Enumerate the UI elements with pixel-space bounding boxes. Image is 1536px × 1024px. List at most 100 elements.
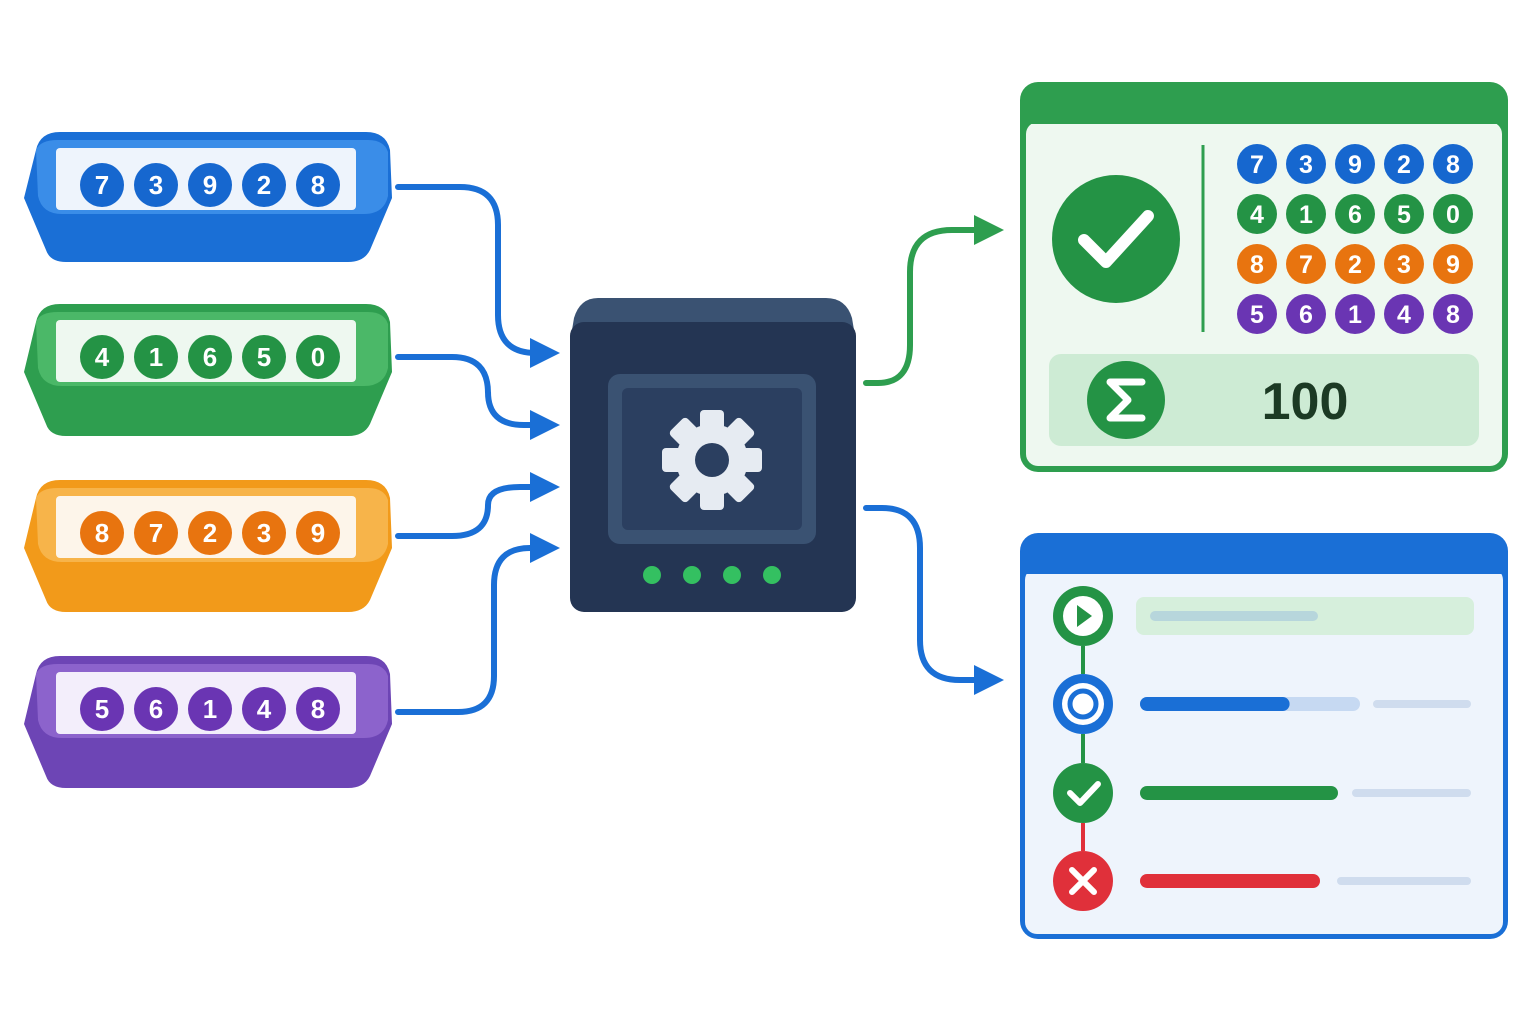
status-step-running xyxy=(1053,586,1474,646)
number-ball: 7 xyxy=(80,163,124,207)
grid-number-ball-circle xyxy=(1237,244,1277,284)
grid-number-ball: 9 xyxy=(1335,144,1375,184)
grid-number-ball-label: 4 xyxy=(1397,301,1411,329)
grid-number-ball: 9 xyxy=(1433,244,1473,284)
grid-number-ball: 6 xyxy=(1335,194,1375,234)
grid-number-ball-label: 1 xyxy=(1348,301,1362,329)
number-ball: 4 xyxy=(80,335,124,379)
number-ball-label: 2 xyxy=(257,170,271,200)
status-timeline xyxy=(1053,586,1474,911)
number-ball: 5 xyxy=(80,687,124,731)
grid-number-ball-circle xyxy=(1384,194,1424,234)
connector-tray-3 xyxy=(395,472,560,539)
grid-number-ball-label: 8 xyxy=(1446,151,1460,179)
number-ball: 6 xyxy=(134,687,178,731)
grid-number-ball-label: 5 xyxy=(1397,201,1411,229)
number-ball-label: 7 xyxy=(95,170,109,200)
number-ball-label: 8 xyxy=(311,694,325,724)
number-ball-circle xyxy=(242,335,286,379)
number-ball: 0 xyxy=(296,335,340,379)
grid-number-ball-circle xyxy=(1286,144,1326,184)
grid-number-ball-circle xyxy=(1335,144,1375,184)
status-indicators xyxy=(643,566,781,584)
grid-number-ball-label: 6 xyxy=(1299,301,1313,329)
gear-icon xyxy=(662,410,762,510)
status-led xyxy=(723,566,741,584)
grid-number-ball: 8 xyxy=(1433,294,1473,334)
number-ball-circle xyxy=(134,511,178,555)
number-ball: 7 xyxy=(134,511,178,555)
number-ball-circle xyxy=(188,163,232,207)
grid-number-ball: 7 xyxy=(1237,144,1277,184)
grid-number-ball-label: 8 xyxy=(1446,301,1460,329)
close-icon xyxy=(1053,851,1113,911)
number-ball-circle xyxy=(188,335,232,379)
grid-number-ball: 1 xyxy=(1286,194,1326,234)
step-bar-fill xyxy=(1140,786,1338,800)
grid-number-ball-circle xyxy=(1335,244,1375,284)
grid-number-ball: 8 xyxy=(1433,144,1473,184)
number-ball-label: 1 xyxy=(149,342,163,372)
number-ball: 9 xyxy=(188,163,232,207)
processor xyxy=(570,298,856,612)
grid-number-ball-label: 5 xyxy=(1250,301,1264,329)
grid-number-ball-circle xyxy=(1286,194,1326,234)
number-ball-label: 4 xyxy=(95,342,110,372)
grid-number-ball: 7 xyxy=(1286,244,1326,284)
grid-number-ball: 3 xyxy=(1286,144,1326,184)
number-ball: 3 xyxy=(242,511,286,555)
number-ball: 8 xyxy=(296,163,340,207)
grid-number-ball-circle xyxy=(1433,244,1473,284)
number-ball-circle xyxy=(242,687,286,731)
status-panel-header-fill xyxy=(1025,560,1503,574)
check-icon xyxy=(1052,175,1180,303)
grid-number-ball: 2 xyxy=(1335,244,1375,284)
grid-number-ball-label: 1 xyxy=(1299,201,1313,229)
number-ball-circle xyxy=(80,335,124,379)
connector-tray-1 xyxy=(395,184,560,368)
grid-number-ball: 4 xyxy=(1384,294,1424,334)
spinner-icon xyxy=(1053,674,1113,734)
status-led xyxy=(683,566,701,584)
result-panel-header-fill xyxy=(1026,110,1502,124)
number-ball-label: 3 xyxy=(149,170,163,200)
number-ball-label: 5 xyxy=(257,342,271,372)
number-ball: 9 xyxy=(296,511,340,555)
status-step-error xyxy=(1053,851,1471,911)
grid-number-ball-circle xyxy=(1237,294,1277,334)
number-ball-label: 3 xyxy=(257,518,271,548)
number-ball-circle xyxy=(188,511,232,555)
play-icon xyxy=(1053,586,1113,646)
tray-numbers: 8 7 2 3 9 xyxy=(80,511,340,555)
number-ball: 2 xyxy=(188,511,232,555)
status-led xyxy=(643,566,661,584)
grid-number-ball: 1 xyxy=(1335,294,1375,334)
status-panel-body xyxy=(1025,568,1503,934)
grid-number-ball: 4 xyxy=(1237,194,1277,234)
grid-number-ball-label: 3 xyxy=(1397,251,1411,279)
grid-number-ball: 8 xyxy=(1237,244,1277,284)
number-ball-label: 8 xyxy=(95,518,109,548)
number-ball: 4 xyxy=(242,687,286,731)
step-bar-fill xyxy=(1140,697,1290,711)
number-ball-label: 9 xyxy=(311,518,325,548)
number-ball-label: 8 xyxy=(311,170,325,200)
number-ball-label: 7 xyxy=(149,518,163,548)
number-ball-label: 2 xyxy=(203,518,217,548)
grid-number-ball: 3 xyxy=(1384,244,1424,284)
grid-number-ball-label: 4 xyxy=(1250,201,1264,229)
number-ball: 8 xyxy=(296,687,340,731)
number-ball-label: 9 xyxy=(203,170,217,200)
number-ball-circle xyxy=(134,687,178,731)
step-bar-label xyxy=(1337,877,1471,885)
number-ball: 5 xyxy=(242,335,286,379)
number-ball-label: 0 xyxy=(311,342,325,372)
grid-number-ball-label: 2 xyxy=(1348,251,1362,279)
number-ball-circle xyxy=(296,687,340,731)
